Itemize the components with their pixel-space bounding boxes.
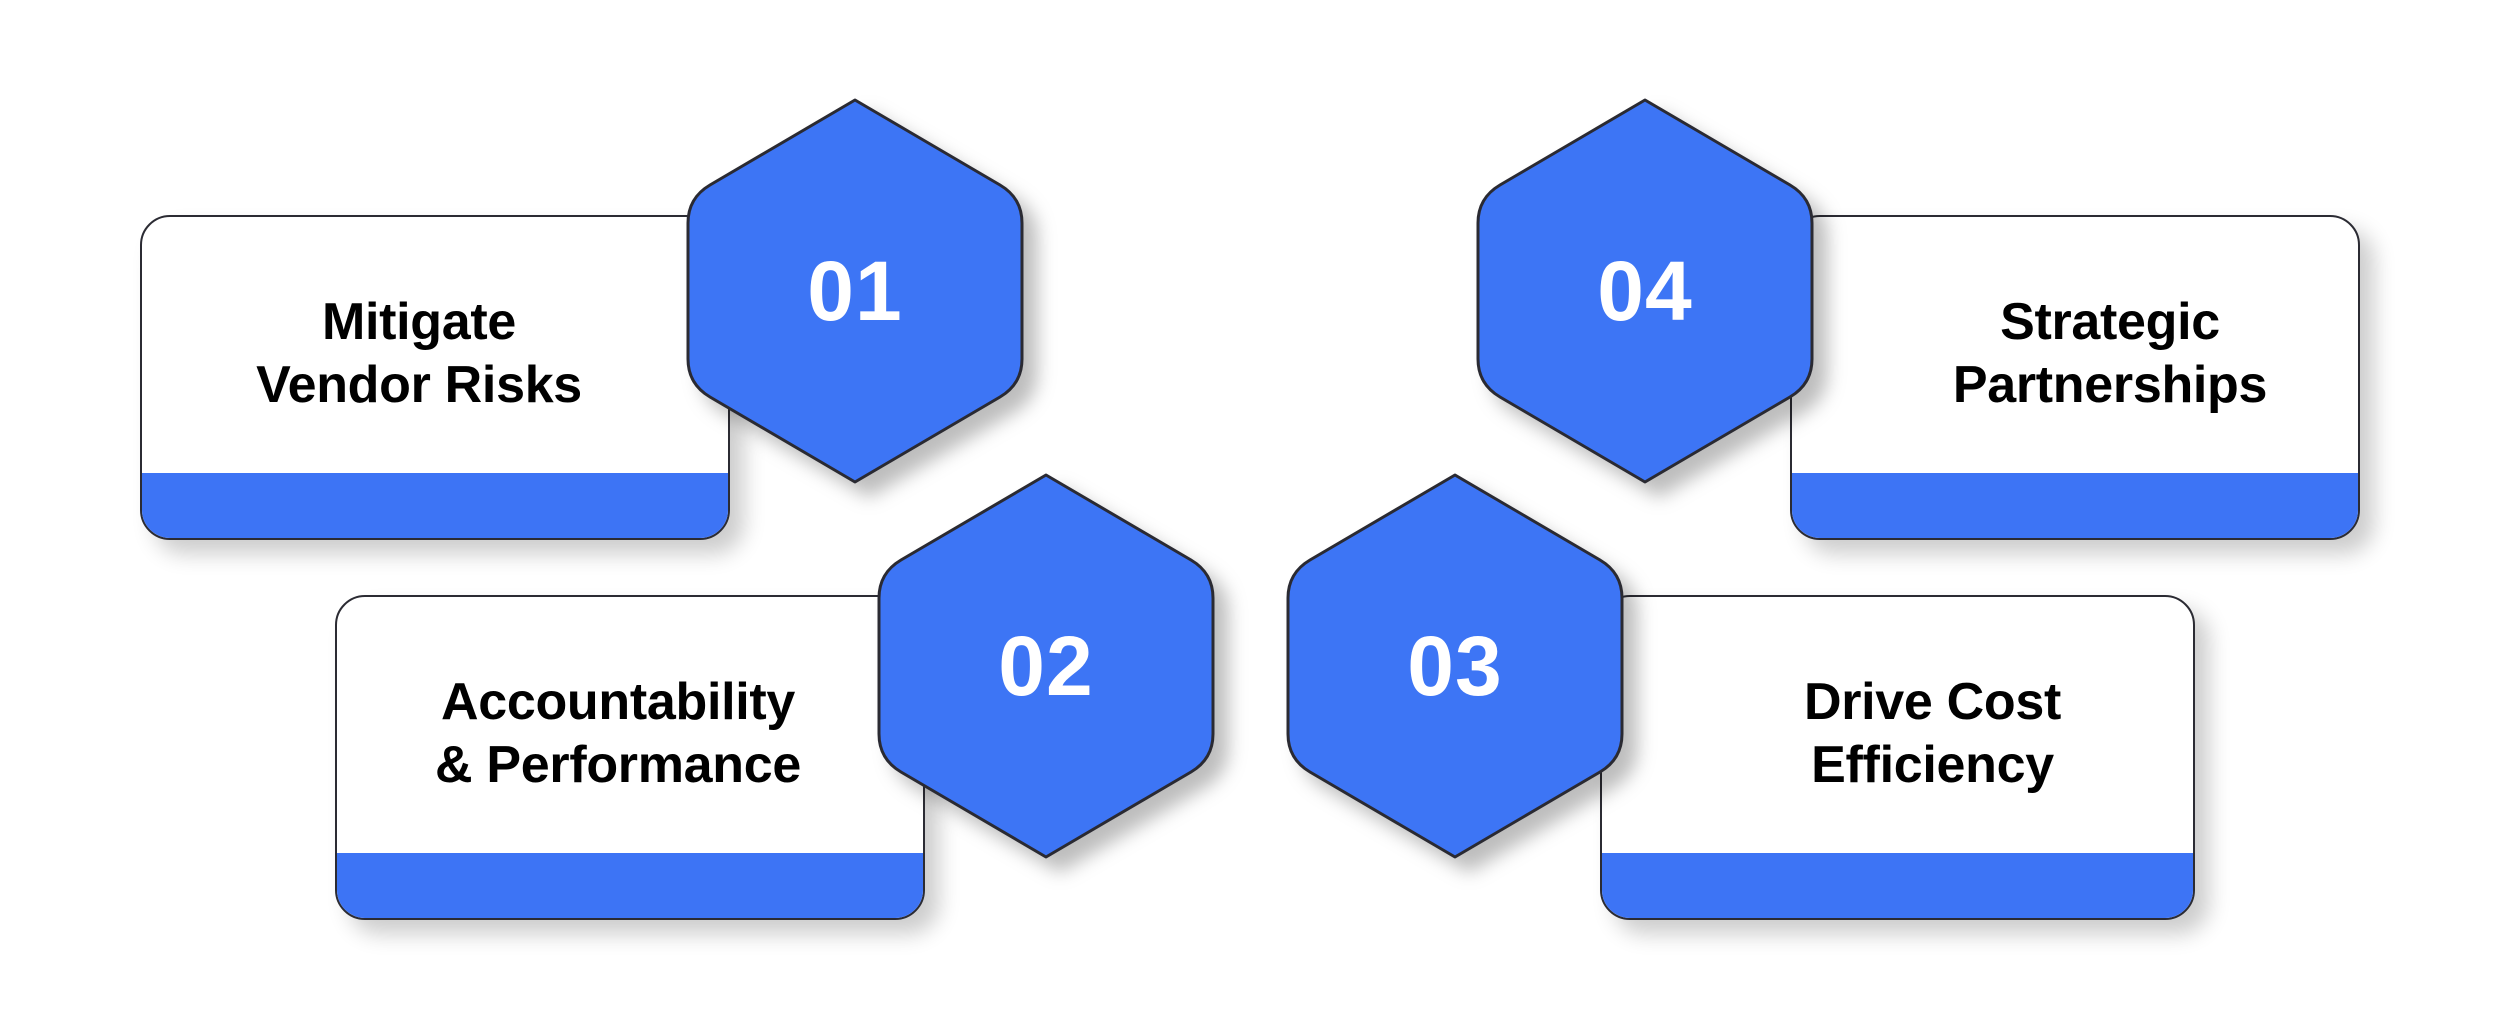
card-label-03: Drive Cost Efficiency [1803, 673, 2062, 795]
hexagon-badge-02[interactable]: 02 [875, 471, 1217, 861]
hexagon-shape-icon [1286, 473, 1624, 859]
card-accent-bar-04 [1792, 473, 2358, 538]
card-label-02: Accountability & Performance [434, 673, 802, 795]
hexagon-shape-icon [877, 473, 1215, 859]
card-accent-bar-02 [337, 853, 923, 918]
hexagon-shape-icon [686, 98, 1024, 484]
card-accent-bar-03 [1602, 853, 2193, 918]
hexagon-shape-icon [1476, 98, 1814, 484]
card-label-01: Mitigate Vendor Risks [256, 293, 582, 415]
card-drive-cost-efficiency[interactable]: Drive Cost Efficiency [1600, 595, 2195, 920]
hexagon-badge-04[interactable]: 04 [1474, 96, 1816, 486]
card-accountability-performance[interactable]: Accountability & Performance [335, 595, 925, 920]
card-label-04: Strategic Partnerships [1952, 293, 2268, 415]
card-accent-bar-01 [142, 473, 728, 538]
card-mitigate-vendor-risks[interactable]: Mitigate Vendor Risks [140, 215, 730, 540]
hexagon-badge-01[interactable]: 01 [684, 96, 1026, 486]
hexagon-badge-03[interactable]: 03 [1284, 471, 1626, 861]
card-strategic-partnerships[interactable]: Strategic Partnerships [1790, 215, 2360, 540]
